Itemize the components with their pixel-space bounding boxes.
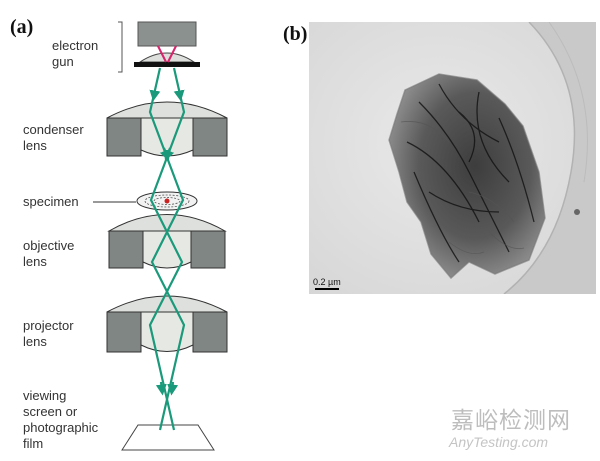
tem-micrograph — [309, 22, 596, 294]
label-viewing-screen: viewing screen or photographic film — [23, 388, 99, 451]
source-ray-right — [167, 45, 177, 63]
label-specimen: specimen — [23, 194, 79, 209]
specimen-holder — [136, 191, 198, 211]
beam-ray-right — [148, 67, 186, 431]
objective-lens — [107, 214, 227, 269]
condenser-lens — [106, 101, 228, 157]
panel-b-label: (b) — [283, 23, 308, 45]
scale-bar-label: 0.2 µm — [313, 277, 341, 287]
beam-arrow — [163, 147, 175, 162]
gun-cathode-block — [137, 21, 197, 47]
label-projector-lens: projector lens — [23, 318, 74, 349]
viewing-screen — [121, 424, 215, 451]
beam-arrow — [149, 89, 161, 102]
gun-wehnelt-cap — [138, 52, 196, 63]
watermark-chinese: 嘉峪检测网 — [451, 408, 571, 434]
label-objective-lens: objective lens — [23, 238, 75, 269]
beam-arrow — [167, 381, 179, 396]
projector-lens — [106, 295, 228, 353]
debris-particle — [574, 209, 580, 215]
electron-gun — [118, 21, 200, 73]
source-ray-left — [157, 45, 167, 63]
gun-anode-plate — [134, 62, 200, 67]
electron-beam — [148, 67, 186, 431]
label-electron-gun: electron gun — [52, 38, 99, 69]
flake-wrinkles — [406, 83, 535, 263]
beam-arrow — [173, 89, 185, 102]
support-film — [504, 22, 596, 294]
label-condenser-lens: condenser lens — [23, 122, 84, 153]
panel-a-label: (a) — [10, 16, 34, 38]
beam-arrow — [155, 381, 167, 396]
watermark-english: AnyTesting.com — [449, 434, 549, 450]
